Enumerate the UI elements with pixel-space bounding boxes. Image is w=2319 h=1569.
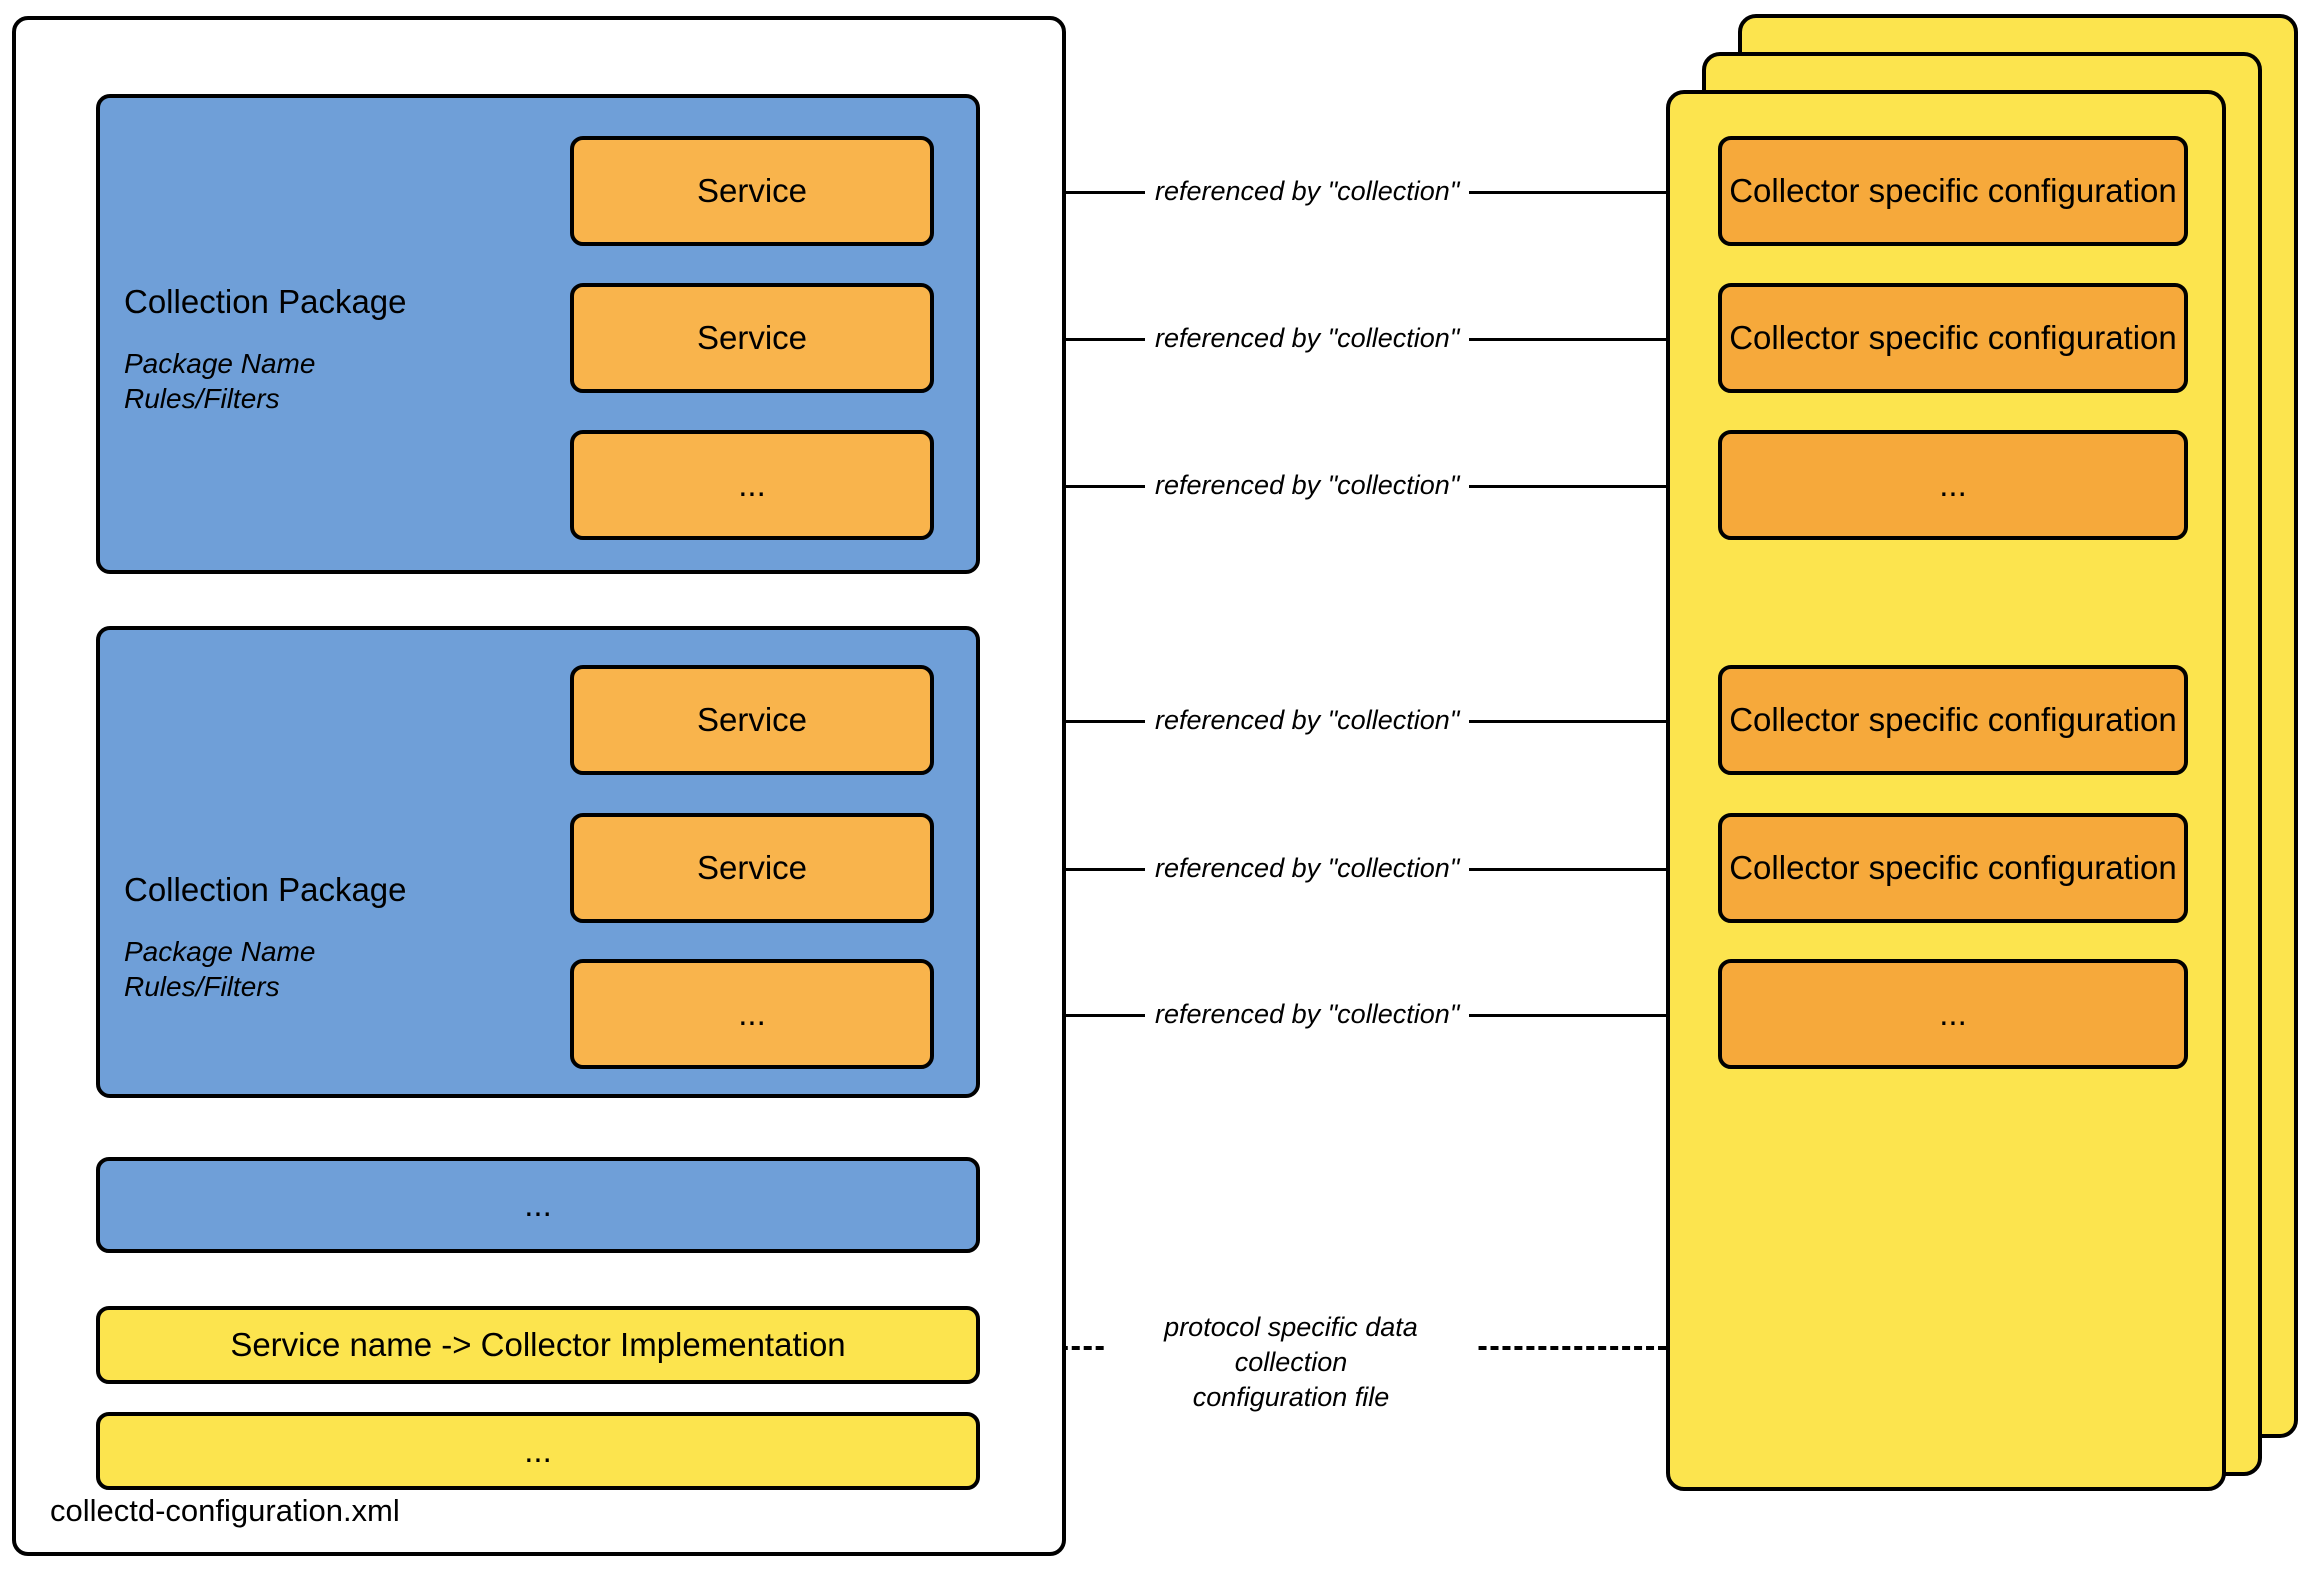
collection-package-2-meta-rules-filters: Rules/Filters xyxy=(124,971,280,1002)
connector-label-6: referenced by "collection" xyxy=(1145,997,1470,1033)
collection-package-1-meta-package-name: Package Name xyxy=(124,348,316,379)
service-to-collector-mapping-ellipsis[interactable]: ... xyxy=(96,1412,980,1490)
collector-config-box-6[interactable]: ... xyxy=(1718,959,2188,1069)
collection-package-1-meta-rules-filters: Rules/Filters xyxy=(124,383,280,414)
service-box-1-3[interactable]: ... xyxy=(570,430,934,540)
connector-label-2: referenced by "collection" xyxy=(1145,321,1470,357)
connector-label-5: referenced by "collection" xyxy=(1145,851,1470,887)
file-caption: collectd-configuration.xml xyxy=(50,1493,400,1529)
service-to-collector-mapping[interactable]: Service name -> Collector Implementation xyxy=(96,1306,980,1384)
dashed-connector-label-line1: protocol specific data collection xyxy=(1164,1312,1418,1378)
connector-label-1: referenced by "collection" xyxy=(1145,174,1470,210)
collector-config-box-4[interactable]: Collector specific configuration xyxy=(1718,665,2188,775)
service-box-2-1[interactable]: Service xyxy=(570,665,934,775)
collector-config-box-3[interactable]: ... xyxy=(1718,430,2188,540)
collector-config-box-5[interactable]: Collector specific configuration xyxy=(1718,813,2188,923)
dashed-connector-label-line2: configuration file xyxy=(1192,1382,1390,1413)
collector-config-box-2[interactable]: Collector specific configuration xyxy=(1718,283,2188,393)
collector-config-box-1[interactable]: Collector specific configuration xyxy=(1718,136,2188,246)
collection-package-2-meta-package-name: Package Name xyxy=(124,936,316,967)
connector-label-4: referenced by "collection" xyxy=(1145,703,1470,739)
service-box-1-2[interactable]: Service xyxy=(570,283,934,393)
collection-package-ellipsis[interactable]: ... xyxy=(96,1157,980,1253)
collection-package-2-title: Collection Package xyxy=(124,871,407,908)
service-box-1-1[interactable]: Service xyxy=(570,136,934,246)
dashed-connector-label: protocol specific data collection config… xyxy=(1106,1310,1476,1416)
service-box-2-3[interactable]: ... xyxy=(570,959,934,1069)
connector-label-3: referenced by "collection" xyxy=(1145,468,1470,504)
collection-package-1-title: Collection Package xyxy=(124,283,407,320)
service-box-2-2[interactable]: Service xyxy=(570,813,934,923)
